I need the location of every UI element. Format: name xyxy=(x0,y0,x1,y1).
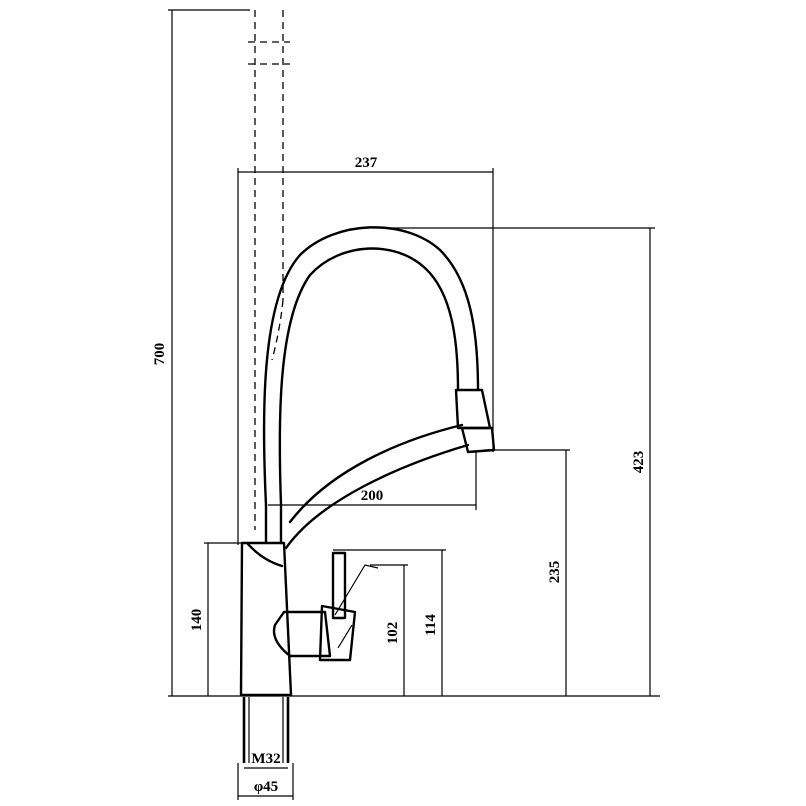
dim-lever-height-top: 114 xyxy=(423,614,439,636)
dim-spout-reach-outer: 237 xyxy=(355,155,378,171)
dim-outlet-height: 235 xyxy=(547,561,563,584)
dim-total-height: 700 xyxy=(152,343,168,366)
dimension-lines xyxy=(168,9,655,800)
dim-spout-reach-inner: 200 xyxy=(361,488,384,504)
hidden-hose-lines xyxy=(248,10,290,530)
dim-lever-height: 102 xyxy=(385,622,401,645)
dim-thread: M32 xyxy=(251,751,280,767)
faucet-body xyxy=(239,226,496,763)
dim-spout-height: 423 xyxy=(631,451,647,474)
dim-base-diameter: φ45 xyxy=(254,779,278,795)
dim-body-height: 140 xyxy=(189,609,205,632)
